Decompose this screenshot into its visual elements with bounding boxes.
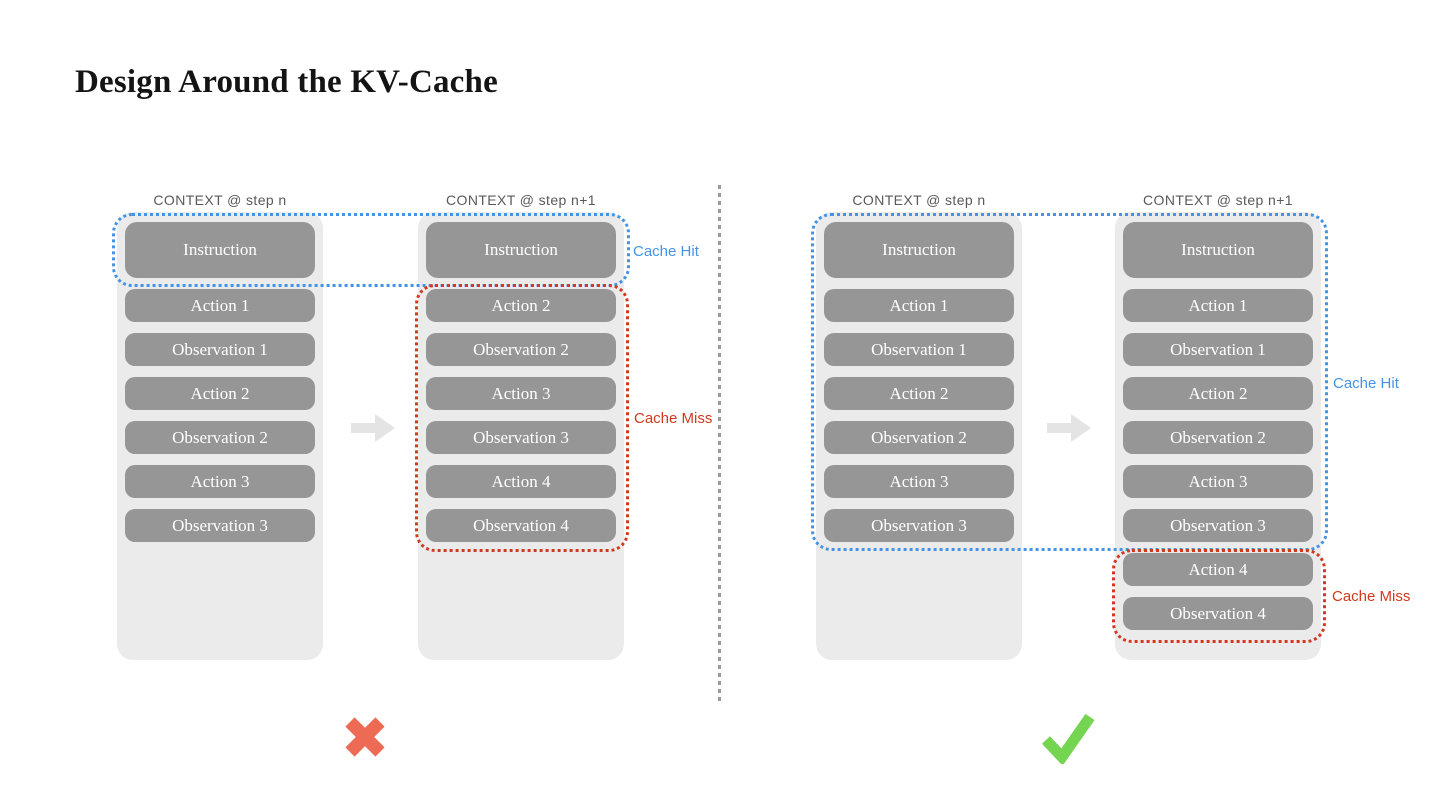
- context-column-header: CONTEXT @ step n: [153, 192, 287, 208]
- instruction-block: Instruction: [1123, 222, 1313, 278]
- x-mark-icon: [345, 717, 385, 757]
- instruction-block: Instruction: [125, 222, 315, 278]
- cache-miss-label: Cache Miss: [1332, 588, 1411, 605]
- context-block: Action 4: [1123, 553, 1313, 586]
- instruction-block: Instruction: [824, 222, 1014, 278]
- arrow-right-icon: [351, 414, 395, 442]
- context-block: Action 1: [824, 289, 1014, 322]
- context-block: Observation 1: [824, 333, 1014, 366]
- context-block: Observation 3: [125, 509, 315, 542]
- checkmark-icon: [1041, 713, 1095, 764]
- context-block: Action 3: [824, 465, 1014, 498]
- context-column-header: CONTEXT @ step n: [852, 192, 986, 208]
- context-block: Observation 4: [426, 509, 616, 542]
- context-block: Action 3: [125, 465, 315, 498]
- cache-miss-label: Cache Miss: [634, 410, 713, 427]
- divider: [718, 185, 721, 705]
- context-column-header: CONTEXT @ step n+1: [1143, 192, 1293, 208]
- slide-title: Design Around the KV-Cache: [75, 64, 498, 100]
- cache-hit-label: Cache Hit: [633, 243, 699, 260]
- instruction-block: Instruction: [426, 222, 616, 278]
- context-block: Observation 3: [426, 421, 616, 454]
- context-block: Action 3: [1123, 465, 1313, 498]
- context-block: Observation 2: [125, 421, 315, 454]
- context-block: Action 2: [1123, 377, 1313, 410]
- context-column-header: CONTEXT @ step n+1: [446, 192, 596, 208]
- context-block: Observation 2: [1123, 421, 1313, 454]
- context-block: Action 4: [426, 465, 616, 498]
- context-block: Action 2: [824, 377, 1014, 410]
- context-block: Observation 2: [426, 333, 616, 366]
- arrow-right-icon: [1047, 414, 1091, 442]
- context-block: Observation 1: [1123, 333, 1313, 366]
- context-block: Action 1: [1123, 289, 1313, 322]
- context-block: Action 2: [426, 289, 616, 322]
- context-block: Observation 4: [1123, 597, 1313, 630]
- context-block: Action 2: [125, 377, 315, 410]
- cache-hit-label: Cache Hit: [1333, 375, 1399, 392]
- context-block: Action 3: [426, 377, 616, 410]
- context-block: Observation 3: [824, 509, 1014, 542]
- context-block: Observation 1: [125, 333, 315, 366]
- context-block: Observation 2: [824, 421, 1014, 454]
- context-block: Observation 3: [1123, 509, 1313, 542]
- context-block: Action 1: [125, 289, 315, 322]
